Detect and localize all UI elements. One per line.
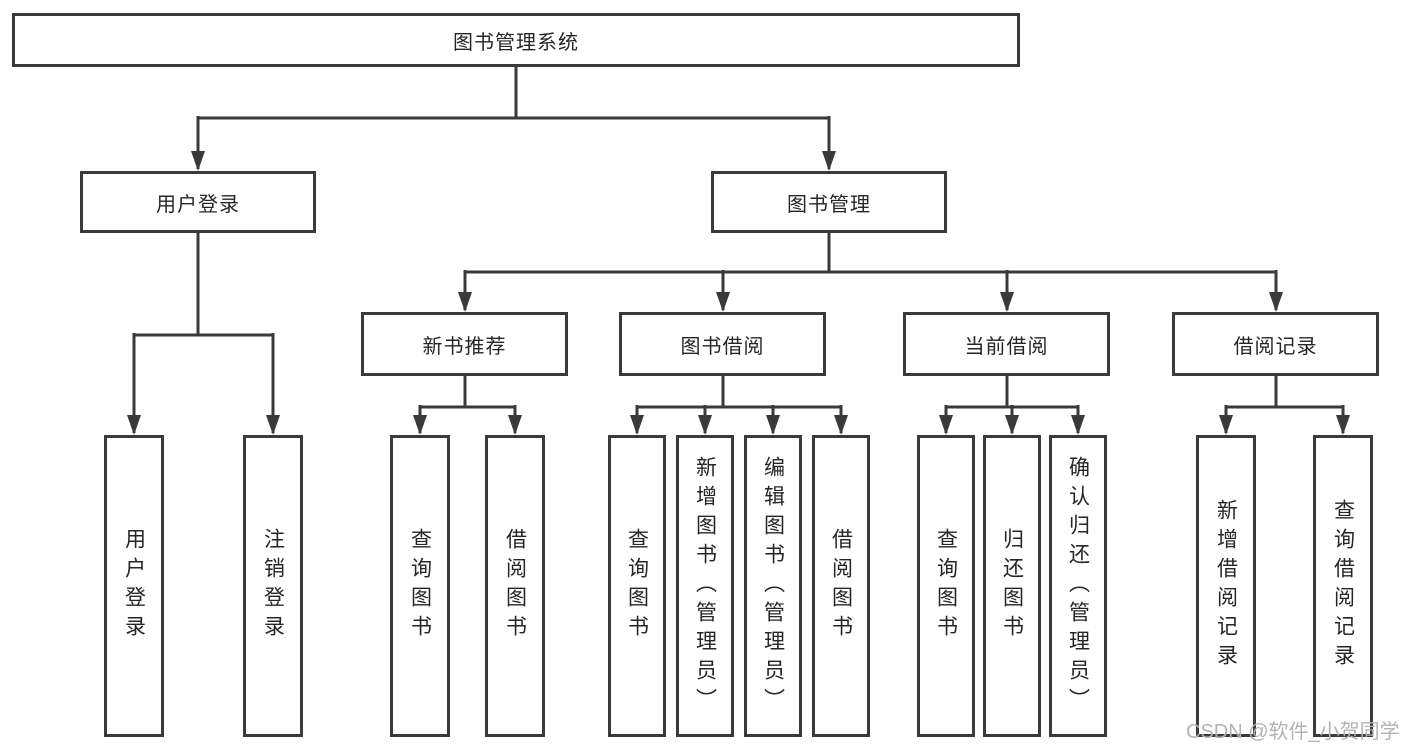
connector-root-to-level2 (191, 67, 836, 171)
group-new-book-recommend: 新书推荐 (361, 312, 568, 376)
leaf-borrow-books-recommend: 借阅图书 (485, 435, 545, 737)
group-borrow-records: 借阅记录 (1172, 312, 1379, 376)
connector-new-book-children (413, 376, 522, 435)
leaf-query-books-borrow-label: 查询图书 (625, 528, 649, 644)
leaf-confirm-return-admin: 确认归还（管理员） (1049, 435, 1107, 737)
connector-book-borrow-children (630, 376, 848, 435)
connector-book-mgmt-to-level3 (458, 233, 1283, 312)
leaf-logout: 注销登录 (243, 435, 303, 737)
branch-user-login: 用户登录 (80, 171, 316, 233)
leaf-borrow-books: 借阅图书 (812, 435, 870, 737)
group-borrow-records-label: 借阅记录 (1233, 335, 1318, 358)
root-node-label: 图书管理系统 (453, 31, 579, 54)
watermark: CSDN @软件_小贺同学 (1186, 721, 1400, 743)
branch-user-login-label: 用户登录 (156, 193, 240, 216)
leaf-query-books-current-label: 查询图书 (934, 528, 958, 644)
connector-borrow-record-children (1219, 376, 1350, 435)
branch-book-management: 图书管理 (711, 171, 947, 233)
leaf-borrow-books-label: 借阅图书 (829, 528, 853, 644)
branch-book-management-label: 图书管理 (787, 193, 871, 216)
leaf-query-borrow-record: 查询借阅记录 (1313, 435, 1373, 737)
leaf-add-book-admin-label: 新增图书（管理员） (693, 455, 717, 717)
connector-current-borrow-children (939, 376, 1085, 435)
leaf-return-books-label: 归还图书 (1000, 528, 1024, 644)
leaf-query-borrow-record-label: 查询借阅记录 (1331, 499, 1355, 673)
leaf-query-books-borrow: 查询图书 (608, 435, 666, 737)
connector-user-login-children (127, 233, 280, 435)
group-current-borrow-label: 当前借阅 (964, 335, 1049, 358)
leaf-add-borrow-record: 新增借阅记录 (1196, 435, 1256, 737)
group-book-borrow: 图书借阅 (619, 312, 826, 376)
leaf-edit-book-admin: 编辑图书（管理员） (744, 435, 802, 737)
leaf-edit-book-admin-label: 编辑图书（管理员） (761, 455, 785, 717)
leaf-add-book-admin: 新增图书（管理员） (676, 435, 734, 737)
leaf-user-login: 用户登录 (104, 435, 164, 737)
group-new-book-recommend-label: 新书推荐 (422, 335, 507, 358)
root-node: 图书管理系统 (12, 13, 1020, 67)
leaf-user-login-label: 用户登录 (122, 528, 146, 644)
leaf-confirm-return-admin-label: 确认归还（管理员） (1066, 455, 1090, 717)
leaf-add-borrow-record-label: 新增借阅记录 (1214, 499, 1238, 673)
leaf-return-books: 归还图书 (983, 435, 1041, 737)
leaf-borrow-books-recommend-label: 借阅图书 (503, 528, 527, 644)
group-book-borrow-label: 图书借阅 (680, 335, 765, 358)
leaf-query-books-recommend: 查询图书 (390, 435, 450, 737)
leaf-logout-label: 注销登录 (261, 528, 285, 644)
group-current-borrow: 当前借阅 (903, 312, 1110, 376)
leaf-query-books-recommend-label: 查询图书 (408, 528, 432, 644)
leaf-query-books-current: 查询图书 (917, 435, 975, 737)
